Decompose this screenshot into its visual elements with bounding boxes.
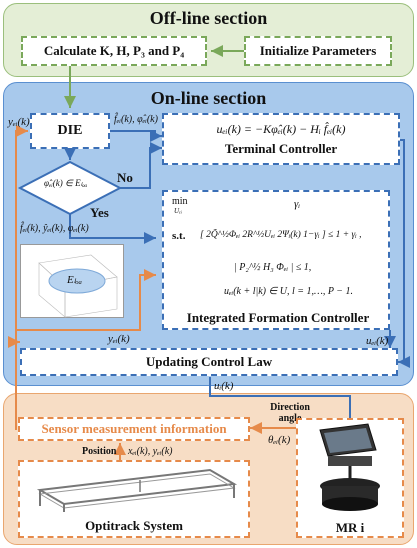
direction-label: Direction angle (270, 402, 310, 424)
formation-controller-box: min Uₑᵢ γᵢ s.t. [ 2Q̃^½Φₑᵢ 2R^½Uₑᵢ 2Ψᵢ(k… (162, 190, 390, 330)
yes-label: Yes (90, 205, 109, 220)
ye-top-label: yₑᵢ(k) (8, 116, 30, 128)
offline-title: Off-line section (149, 8, 268, 28)
update-control-law-box: Updating Control Law (20, 348, 398, 376)
constraint-2: | P₂^½ H₃ Φₑᵢ | ≤ 1, (234, 262, 312, 273)
region-label: Eₗₒₐ (67, 274, 82, 286)
min-label: min (172, 196, 188, 207)
theta-label: θₑᵢ(k) (268, 434, 291, 446)
formation-title: Integrated Formation Controller (186, 310, 370, 325)
st-label: s.t. (172, 230, 186, 242)
yes-output-label: f̂ₑᵢ(k), ŷₑᵢ(k), φₑᵢ(k) (20, 223, 89, 234)
optitrack-frame-icon (36, 468, 238, 512)
online-title: On-line section (150, 88, 267, 108)
robot-icon (319, 423, 380, 511)
optitrack-label: Optitrack System (85, 518, 183, 533)
ye-mid-label: yₑᵢ(k) (108, 333, 130, 345)
robot-box: MR i (296, 418, 404, 538)
ue-label: uₑᵢ(k) (366, 335, 389, 347)
sensor-info-box: Sensor measurement information (18, 417, 250, 441)
die-output-label: f̂ₑᵢ(k), φ̂ₑᵢ(k) (114, 114, 158, 125)
position-label: Position (82, 446, 117, 457)
constraint-3: uₑᵢ(k + l|k) ∈ U, l = 1,…, P − 1. (224, 286, 354, 297)
region-ellipse (48, 268, 106, 294)
region-plot: Eₗₒₐ (20, 244, 124, 318)
optitrack-box: Optitrack System (18, 460, 250, 538)
region-plot-svg (38, 254, 118, 318)
no-label: No (117, 170, 133, 185)
terminal-controller-box: uₑᵢ(k) = −Kφ̂ₑᵢ(k) − Hᵢ f̂ₑᵢ(k) Terminal… (162, 113, 400, 165)
objective: γᵢ (294, 198, 301, 210)
decision-label: φ̂ₑᵢ(k) ∈ Eₗₒₐ (44, 178, 88, 188)
terminal-title: Terminal Controller (224, 140, 338, 156)
calculate-box: Calculate K, H, P₃ and P₄ (21, 36, 207, 66)
ui-label: uᵢ(k) (214, 380, 234, 392)
die-box: DIE (30, 113, 110, 149)
terminal-equation: uₑᵢ(k) = −Kφ̂ₑᵢ(k) − Hᵢ f̂ₑᵢ(k) (216, 121, 346, 136)
robot-label: MR i (335, 520, 365, 535)
min-sub: Uₑᵢ (174, 207, 182, 215)
lmi-constraint: [ 2Q̃^½Φₑᵢ 2R^½Uₑᵢ 2Ψᵢ(k) 1−γᵢ ] ≤ 1 + γ… (200, 230, 362, 240)
position-symbol: xₑᵢ(k), yₑᵢ(k) (128, 446, 173, 457)
initialize-box: Initialize Parameters (244, 36, 392, 66)
